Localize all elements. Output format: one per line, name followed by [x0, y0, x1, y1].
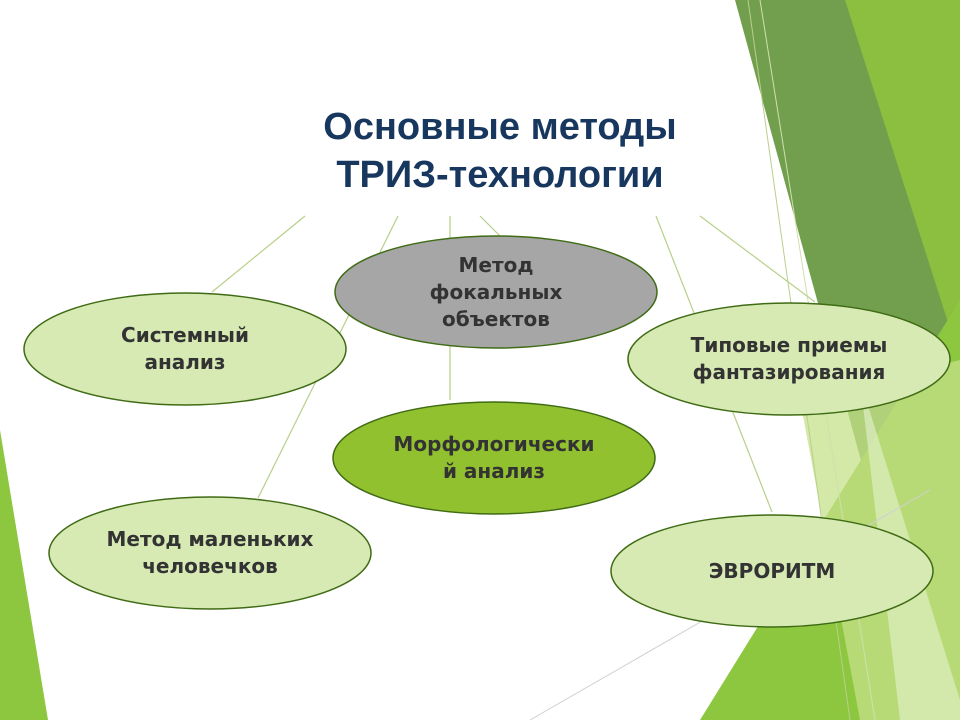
deco-shape-left — [0, 430, 48, 720]
nodes — [23, 235, 951, 628]
node-focal-label: Метод фокальных объектов — [429, 252, 563, 331]
node-morph-shape — [332, 401, 656, 515]
deco-shape-mid-right — [845, 0, 960, 360]
node-little-label: Метод маленьких человечков — [106, 527, 314, 578]
node-little-shape — [48, 496, 372, 610]
node-typical-shape — [627, 302, 951, 416]
node-euro-shape — [610, 514, 934, 628]
connector-typical — [699, 215, 816, 303]
connector-system — [211, 215, 306, 293]
node-focal-shape — [334, 235, 658, 349]
connector-focal — [479, 215, 501, 237]
node-system-label: Системный анализ — [121, 323, 249, 374]
node-morph-label: Морфологически й анализ — [393, 432, 595, 483]
node-euro-label: ЭВРОРИТМ — [708, 558, 836, 583]
slide-title: Основные методы ТРИЗ-технологии — [323, 106, 677, 196]
node-system-shape — [23, 292, 347, 406]
node-typical-label: Типовые приемы фантазирования — [690, 333, 888, 384]
